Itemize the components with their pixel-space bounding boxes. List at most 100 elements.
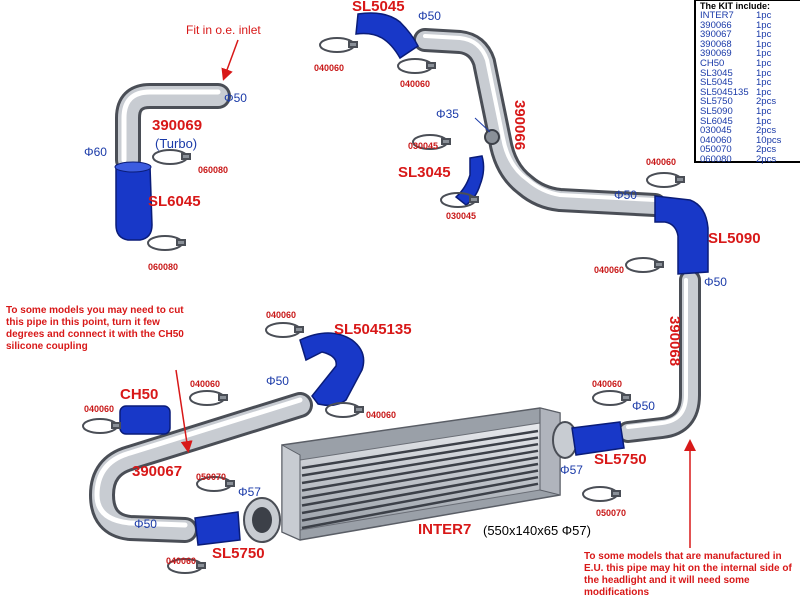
clamp-sl5045-left-label: 040060 [314,63,345,73]
clamp-040060-sl5090-left-label: 040060 [594,265,625,275]
kit-item: SL3045 1pc [700,67,796,79]
diameter-57-left: Φ57 [238,485,261,499]
kit-item-part: SL5090 [700,105,733,117]
note-headlight: To some models that are manufactured in … [584,551,792,598]
intercooler-fin [301,436,539,477]
clamp-060080-top-label: 060080 [198,165,229,175]
part-390066: 390066 [511,100,528,151]
kit-item-qty: 2pcs [756,125,777,137]
kit-item-qty: 1pc [756,86,772,98]
clamp-040060-ch50-left-label: 040060 [84,404,115,414]
clamp-screw [176,239,186,246]
clamp-screw [441,138,451,145]
clamp-040060-sl5090-top-label: 040060 [646,157,677,167]
part-sl5045135: SL5045135 [334,321,412,338]
note-cut-pipe: To some models you may need to cut this … [6,305,184,352]
kit-item-qty: 10pcs [756,134,782,146]
part-390069: 390069 [152,117,203,134]
kit-item-part: 390069 [700,48,732,60]
diameter-35: Φ35 [436,107,459,121]
clamp-screw [111,422,121,429]
diameter-60: Φ60 [84,145,107,159]
kit-item-qty: 1pc [756,67,772,79]
kit-item-qty: 1pc [756,105,772,117]
part-sl3045: SL3045 [398,164,451,181]
turbo-label: (Turbo) [155,136,198,151]
kit-item-qty: 1pc [756,48,772,60]
kit-item: CH50 1pc [700,59,796,69]
kit-item-part: SL5045 [700,77,733,89]
intercooler-fin [301,449,539,492]
pipe-390069 [115,83,231,173]
kit-item-qty: 2pcs [756,96,777,108]
kit-item-part: 390066 [700,19,732,31]
part-sl5090: SL5090 [708,230,761,247]
clamp-screw [611,490,621,497]
kit-item-qty: 1pc [756,57,772,69]
part-sl5750-left: SL5750 [212,545,265,562]
clamp-040060-right-pipe-label: 040060 [592,379,623,389]
clamp-screw [294,326,304,333]
clamp-screw [621,394,631,401]
hose-sl5045 [355,12,419,60]
part-inter7: INTER7 [418,521,472,538]
diameter-50-bottom: Φ50 [134,517,157,531]
kit-title: The KIT include: [700,1,771,11]
kit-item: 040060 10pcs [700,136,796,146]
kit-item-qty: 1pc [756,115,772,127]
note-inlet: Fit in o.e. inlet [186,23,261,37]
hose-sl5750-right [571,421,625,456]
clamp-screw [181,153,191,160]
part-sl5045: SL5045 [352,0,405,15]
clamp-040060-sl5045135-label: 040060 [266,310,297,320]
clamp-060080-bottom-label: 060080 [148,262,179,272]
kit-item: 390068 1pc [700,40,796,50]
kit-item-part: CH50 [700,57,725,69]
kit-item-part: SL5045135 [700,86,749,98]
pipe-390066 [413,28,667,217]
diameter-57-right: Φ57 [560,463,583,477]
clamp-040060-bottom-label: 040060 [166,556,197,566]
kit-item-part: 390068 [700,38,732,50]
clamp-screw [426,62,436,69]
kit-item-part: 050070 [700,144,732,156]
kit-item: SL5045 1pc [700,78,796,88]
clamp-screw [348,41,358,48]
clamp-sl5045-right-label: 040060 [400,79,431,89]
intercooler-fin [301,469,539,515]
part-ch50: CH50 [120,386,159,403]
pipe-390068 [617,269,701,443]
kit-item-part: 390067 [700,29,732,41]
kit-item-qty: 1pc [756,38,772,50]
kit-item-part: 040060 [700,134,732,146]
clamp-040060-mid-label: 040060 [366,410,397,420]
hose-sl5090 [654,195,709,275]
red-arrows [175,39,696,548]
clamp-screw [225,480,235,487]
kit-item-qty: 1pc [756,77,772,89]
kit-item-qty: 2pcs [756,153,777,165]
intercooler-fin [301,442,539,485]
part-390067: 390067 [132,463,183,480]
inter7-spec: (550x140x65 Φ57) [483,523,591,538]
kit-item: SL5090 1pc [700,107,796,117]
kit-item-part: 030045 [700,125,732,137]
diameter-50-turbo: Φ50 [224,91,247,105]
intercooler-inter7 [243,407,578,543]
hose-ch50 [119,405,171,435]
hose-sl5750-left [194,511,241,546]
clamp-screw [469,196,479,203]
clamp-screw [675,176,685,183]
clamp-030045-top-label: 030045 [408,141,439,151]
intercooler-fin [301,429,539,470]
clamp-screw [196,562,206,569]
kit-item-part: SL3045 [700,67,733,79]
clamp-screw [218,394,228,401]
kit-item-part: INTER7 [700,10,734,21]
